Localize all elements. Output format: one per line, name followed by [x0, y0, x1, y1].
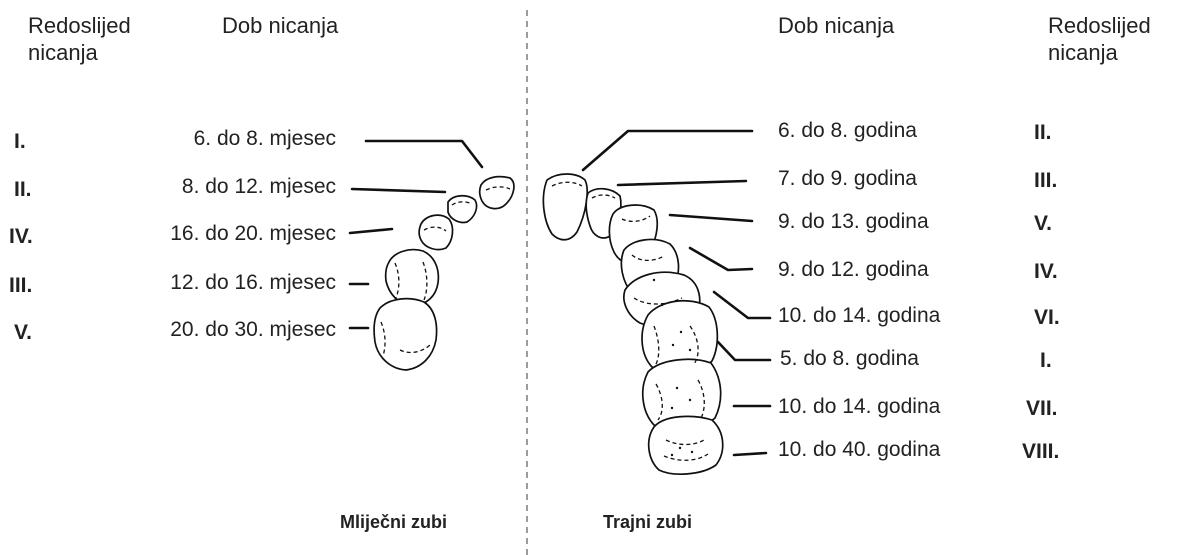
permanent-tooth-first-molar — [641, 300, 719, 374]
primary-age-2: 8. do 12. mjesec — [181, 175, 336, 198]
leader-line-permanent-8 — [732, 451, 768, 457]
primary-tooth-second-molar — [373, 297, 438, 371]
primary-age-4: 12. do 16. mjesec — [170, 271, 336, 294]
leader-line-permanent-2 — [616, 179, 748, 187]
permanent-order-1: II. — [1034, 121, 1052, 144]
leader-line-permanent-1 — [581, 129, 754, 172]
permanent-tooth-central-incisor — [542, 173, 588, 241]
primary-tooth-lateral-incisor — [447, 194, 478, 224]
permanent-tooth-third-molar — [647, 415, 724, 475]
permanent-age-4: 9. do 12. godina — [778, 258, 929, 281]
primary-tooth-canine — [418, 214, 454, 251]
permanent-age-1: 6. do 8. godina — [778, 119, 917, 142]
permanent-order-6: I. — [1040, 349, 1052, 372]
permanent-order-5: VI. — [1034, 306, 1060, 329]
leader-line-permanent-3 — [668, 213, 754, 223]
permanent-age-8: 10. do 40. godina — [778, 438, 941, 461]
permanent-age-6: 5. do 8. godina — [780, 347, 919, 370]
permanent-age-3: 9. do 13. godina — [778, 210, 929, 233]
leader-line-permanent-6 — [716, 340, 772, 362]
primary-age-1: 6. do 8. mjesec — [193, 127, 336, 150]
permanent-order-4: IV. — [1034, 260, 1058, 283]
permanent-order-2: III. — [1034, 169, 1058, 192]
permanent-age-5: 10. do 14. godina — [778, 304, 941, 327]
permanent-tooth-second-molar — [641, 358, 722, 431]
permanent-teeth-caption: Trajni zubi — [603, 512, 693, 532]
leader-line-permanent-4 — [688, 246, 754, 272]
permanent-order-8: VIII. — [1022, 440, 1060, 463]
leader-line-primary-3 — [348, 227, 394, 235]
primary-order-3: IV. — [9, 225, 33, 248]
leader-line-primary-1 — [364, 139, 484, 169]
primary-age-5: 20. do 30. mjesec — [170, 318, 336, 341]
primary-tooth-central-incisor — [478, 175, 515, 210]
primary-age-3: 16. do 20. mjesec — [170, 222, 336, 245]
primary-order-4: III. — [9, 274, 33, 297]
permanent-order-3: V. — [1034, 212, 1052, 235]
right-order-header: Redoslijed nicanja — [1048, 13, 1151, 65]
left-order-header: Redoslijed nicanja — [28, 13, 131, 65]
leader-line-primary-2 — [350, 187, 447, 194]
primary-order-2: II. — [14, 178, 32, 201]
left-age-header: Dob nicanja — [222, 13, 339, 38]
permanent-age-7: 10. do 14. godina — [778, 395, 941, 418]
primary-order-5: V. — [14, 321, 32, 344]
primary-teeth-caption: Mliječni zubi — [340, 512, 448, 532]
primary-tooth-first-molar — [384, 248, 440, 307]
leader-line-permanent-5 — [712, 290, 772, 320]
permanent-age-2: 7. do 9. godina — [778, 167, 917, 190]
right-age-header: Dob nicanja — [778, 13, 895, 38]
permanent-order-7: VII. — [1026, 397, 1058, 420]
primary-order-1: I. — [14, 130, 26, 153]
